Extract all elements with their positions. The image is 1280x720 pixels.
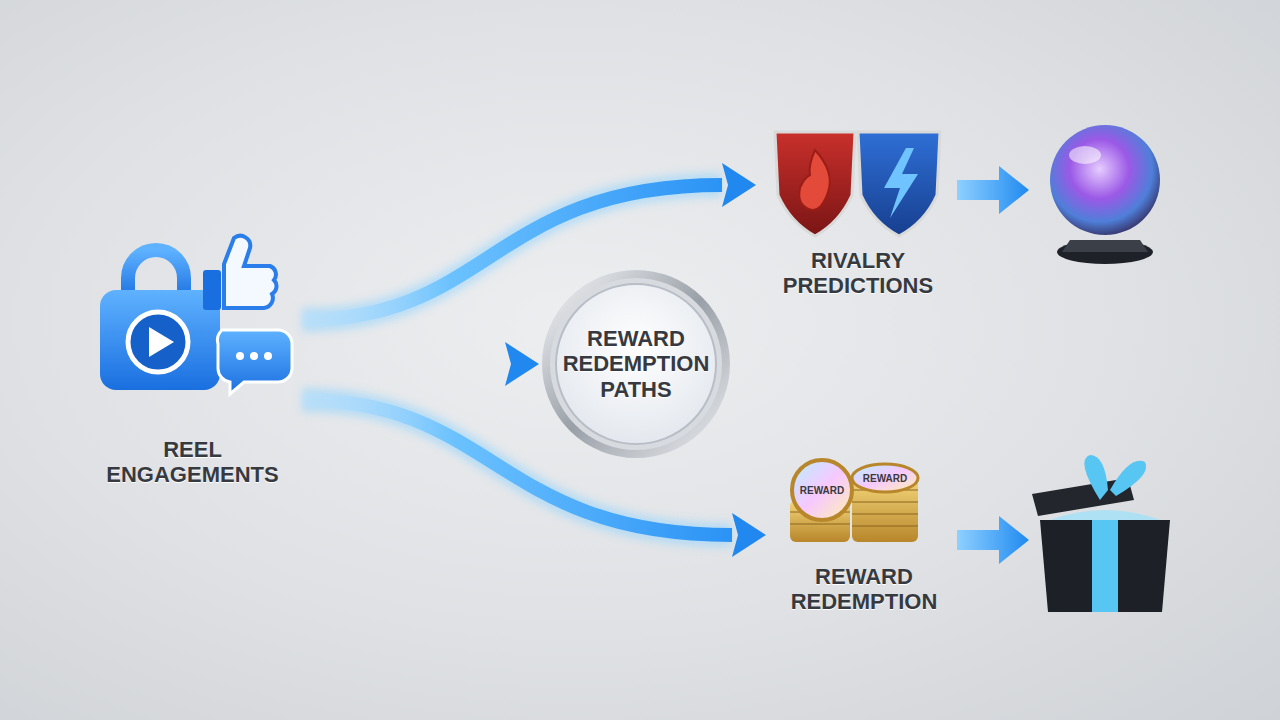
- coin-text: REWARD: [800, 485, 844, 496]
- node-label: REEL ENGAGEMENTS: [105, 437, 280, 488]
- coin-text: REWARD: [863, 473, 907, 484]
- hub-circle: REWARD REDEMPTION PATHS: [541, 269, 731, 459]
- flow-arrow: [302, 342, 539, 386]
- node-label: REWARD REDEMPTION: [779, 564, 949, 615]
- source-node: REEL ENGAGEMENTS: [85, 225, 300, 488]
- branch-node: RIVALRY PREDICTIONS: [758, 118, 958, 299]
- node-label: REWARD REDEMPTION PATHS: [561, 326, 711, 402]
- node-label: RIVALRY PREDICTIONS: [771, 248, 946, 299]
